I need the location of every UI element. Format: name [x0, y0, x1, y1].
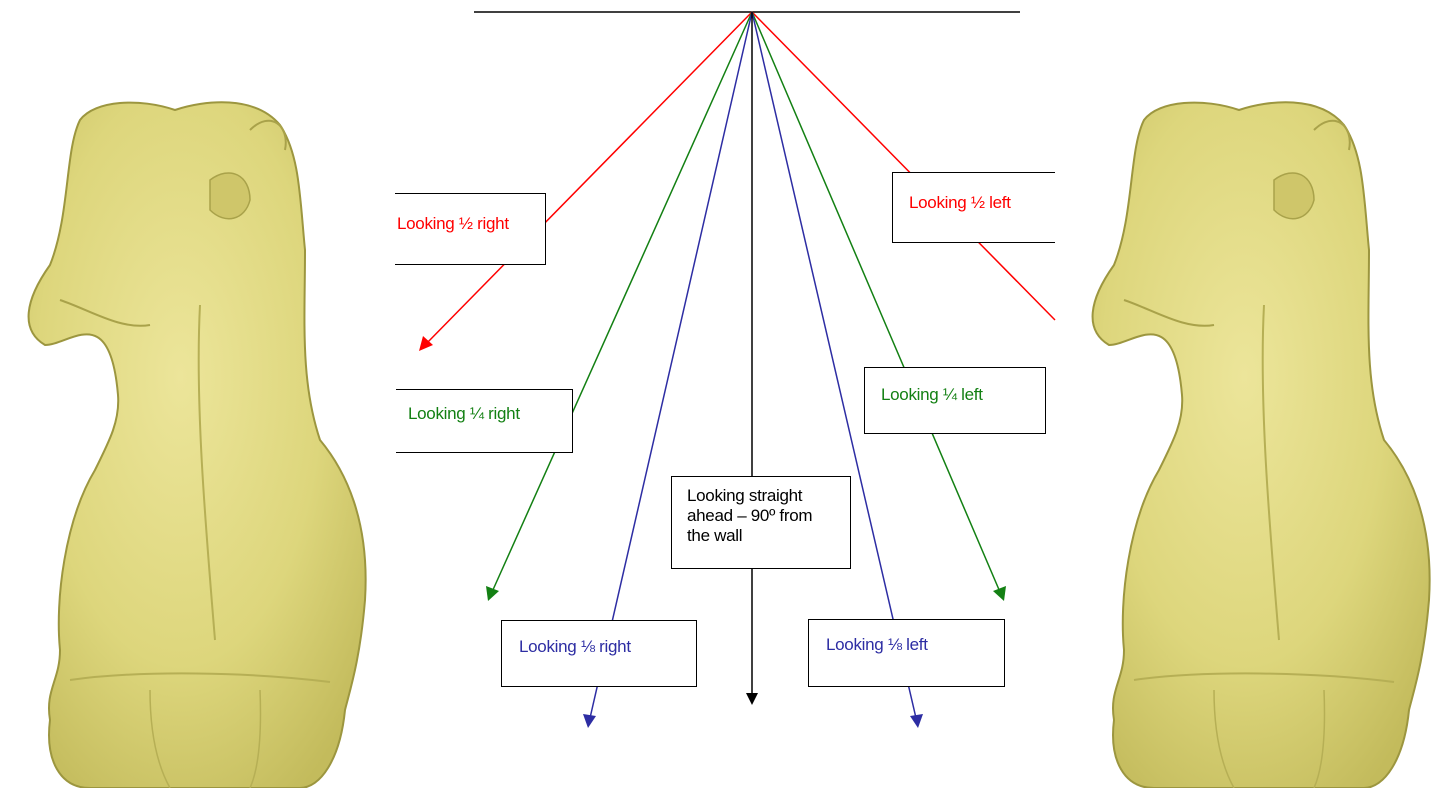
half-left-arrow [751, 11, 1056, 321]
label-quarter-right-text: Looking ¼ right [408, 404, 520, 423]
label-quarter-right: Looking ¼ right [396, 389, 573, 453]
label-half-left: Looking ½ left [892, 172, 1055, 243]
straight-ahead-arrow [746, 12, 758, 705]
label-straight-ahead: Looking straight ahead – 90º from the wa… [671, 476, 851, 569]
quarter-left-arrow [751, 11, 1006, 601]
label-straight-line3: the wall [687, 526, 743, 545]
label-half-left-text: Looking ½ left [909, 193, 1011, 212]
label-quarter-left-text: Looking ¼ left [881, 385, 983, 404]
label-half-right-text: Looking ½ right [397, 214, 509, 233]
goat-head-form-left [27, 101, 367, 788]
eighth-left-arrow [751, 11, 923, 728]
label-half-right: Looking ½ right [395, 193, 546, 265]
label-quarter-left: Looking ¼ left [864, 367, 1046, 434]
quarter-right-arrow [486, 11, 753, 601]
eighth-right-arrow [583, 11, 753, 728]
label-straight-line2: ahead – 90º from [687, 506, 813, 525]
goat-head-form-right [1091, 101, 1431, 788]
half-right-arrow [419, 11, 753, 351]
label-eighth-left: Looking ⅛ left [808, 619, 1005, 687]
label-eighth-right-text: Looking ⅛ right [519, 637, 631, 656]
label-straight-line1: Looking straight [687, 486, 803, 505]
label-eighth-left-text: Looking ⅛ left [826, 635, 928, 654]
label-eighth-right: Looking ⅛ right [501, 620, 697, 687]
